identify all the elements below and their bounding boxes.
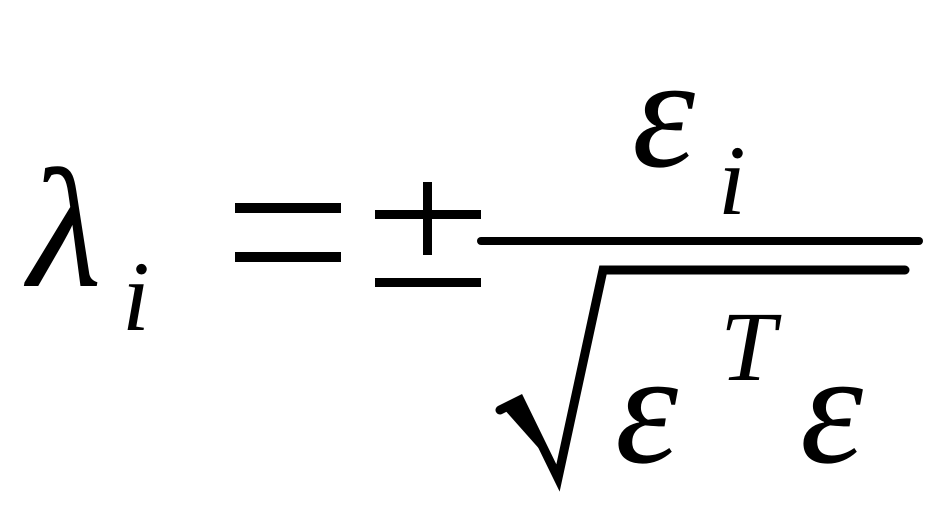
square-root-icon xyxy=(495,265,910,492)
lhs-lambda: λ xyxy=(23,135,102,323)
numerator-subscript: i xyxy=(718,125,746,236)
equals-bar-bottom xyxy=(235,252,341,262)
plus-minus-sign xyxy=(375,182,481,287)
equals-bar-top xyxy=(235,203,341,213)
square-root-hook xyxy=(503,402,558,470)
denominator-epsilon-left: ε xyxy=(615,319,678,497)
equals-sign xyxy=(235,203,341,262)
denominator-epsilon-right: ε xyxy=(800,319,863,497)
denominator-superscript-t: T xyxy=(720,291,782,402)
plus-minus-minus-bar xyxy=(375,278,481,287)
plus-minus-vertical xyxy=(423,182,432,255)
lhs-subscript: i xyxy=(122,241,150,352)
numerator-epsilon: ε xyxy=(632,23,695,201)
